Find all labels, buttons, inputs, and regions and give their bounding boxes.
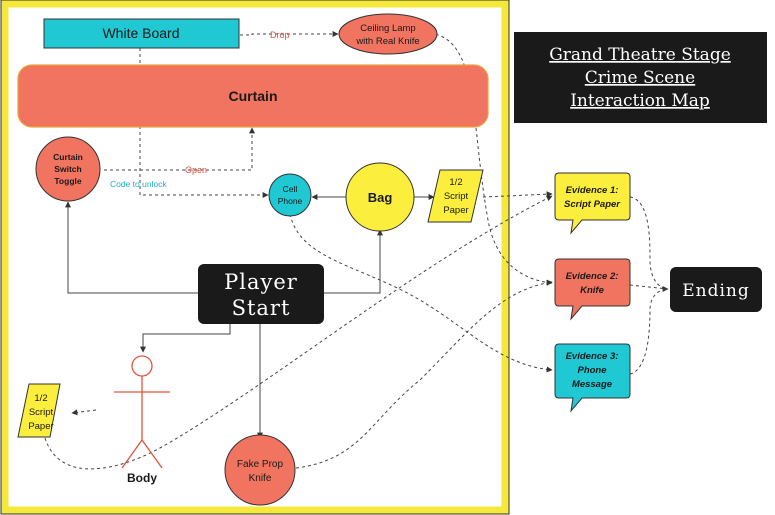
white-board-label: White Board [102, 25, 179, 41]
node-curtain[interactable]: Curtain [17, 64, 489, 128]
script-paper-top-line3: Paper [443, 205, 468, 216]
ending-label: Ending [682, 281, 750, 301]
node-player-start[interactable]: Player Start [198, 264, 324, 324]
curtain-switch-line3: Toggle [54, 176, 81, 186]
node-script-paper-top[interactable]: 1/2 Script Paper [427, 169, 484, 223]
node-bag[interactable]: Bag [345, 162, 415, 232]
ceiling-lamp-line1: Ceiling Lamp [360, 23, 415, 34]
fake-knife-line2: Knife [249, 473, 272, 484]
stick-figure-icon [114, 355, 170, 469]
bag-label: Bag [368, 190, 393, 205]
node-ceiling-lamp[interactable]: Ceiling Lamp with Real Knife [338, 13, 438, 55]
edges [44, 31, 669, 470]
evidence-1-line1: Evidence 1: [566, 185, 619, 196]
edge-ev1-to-ending [629, 196, 669, 292]
cell-phone-line2: Phone [278, 196, 303, 206]
evidence-3-line2: Phone [577, 365, 607, 376]
player-start-line1: Player [224, 270, 298, 294]
script-paper-left-line2: Script [29, 407, 54, 418]
edge-start-to-body [140, 324, 231, 353]
node-cell-phone[interactable]: Cell Phone [268, 173, 312, 217]
script-paper-top-line1: 1/2 [449, 177, 462, 188]
evidence-3-line1: Evidence 3: [566, 351, 619, 362]
edge-ev3-to-ending [629, 288, 669, 375]
evidence-2-line1: Evidence 2: [566, 271, 619, 282]
fake-knife-line1: Fake Prop [237, 459, 284, 470]
script-paper-left-line1: 1/2 [34, 393, 47, 404]
title-line1: Grand Theatre Stage [549, 45, 731, 65]
evidence-3-line3: Message [572, 379, 613, 390]
edge-ev2-to-ending [629, 284, 669, 290]
title-line3: Interaction Map [570, 91, 710, 111]
node-curtain-switch[interactable]: Curtain Switch Toggle [35, 136, 101, 202]
edge-drop [240, 31, 339, 37]
node-body[interactable]: Body [114, 355, 170, 485]
evidence-2-line2: Knife [580, 285, 604, 296]
node-evidence-1[interactable]: Evidence 1: Script Paper [554, 172, 631, 235]
node-script-paper-left[interactable]: 1/2 Script Paper [17, 383, 61, 438]
node-fake-prop-knife[interactable]: Fake Prop Knife [224, 434, 296, 506]
curtain-switch-line1: Curtain [53, 152, 83, 162]
edge-start-to-bag [324, 229, 383, 294]
edge-leftpaper-to-ev1 [44, 195, 553, 470]
node-white-board[interactable]: White Board [43, 18, 240, 49]
stage-border [1, 0, 509, 514]
script-paper-left-line3: Paper [28, 421, 53, 432]
edge-label-drop: Drop [270, 30, 290, 40]
evidence-1-line2: Script Paper [564, 199, 621, 210]
player-start-line2: Start [232, 296, 291, 320]
edge-paper-to-ev1 [482, 191, 553, 198]
edge-phone-to-ev3 [289, 213, 553, 373]
edge-open [104, 127, 255, 171]
script-paper-top-line2: Script [444, 191, 469, 202]
curtain-label: Curtain [229, 88, 278, 104]
ceiling-lamp-line2: with Real Knife [355, 36, 419, 47]
edge-body-to-paper [71, 409, 97, 416]
edge-label-code-to-unlock: Code to unlock [110, 179, 167, 189]
edge-fakeknife-to-ev2 [295, 279, 553, 469]
cell-phone-line1: Cell [283, 184, 298, 194]
node-evidence-2[interactable]: Evidence 2: Knife [554, 258, 631, 321]
body-label: Body [127, 471, 157, 485]
edge-label-open: Open [185, 165, 207, 175]
diagram-title-box: Grand Theatre Stage Crime Scene Interact… [514, 32, 767, 123]
curtain-switch-line2: Switch [54, 164, 81, 174]
title-line2: Crime Scene [585, 68, 695, 88]
node-evidence-3[interactable]: Evidence 3: Phone Message [554, 343, 631, 413]
edge-start-to-switch [65, 201, 198, 294]
node-ending[interactable]: Ending [670, 267, 762, 312]
